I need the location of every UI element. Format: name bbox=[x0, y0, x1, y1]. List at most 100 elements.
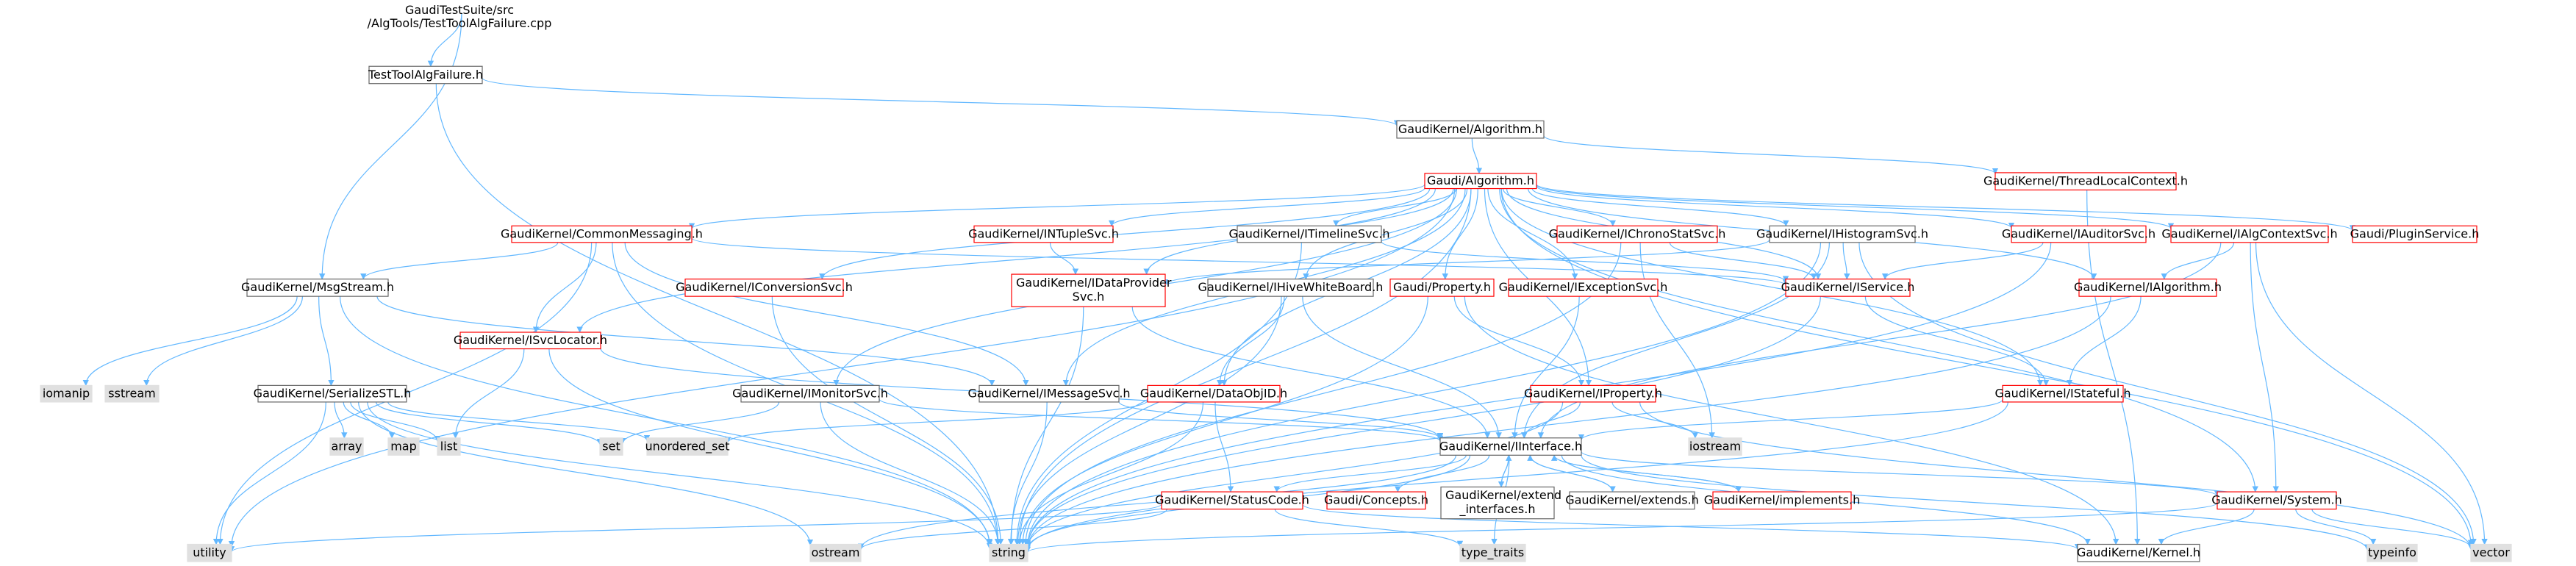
edge-msgstream-to-iomanip bbox=[82, 296, 298, 387]
node-implements-label-0: GaudiKernel/implements.h bbox=[1704, 493, 1860, 507]
node-iauditor[interactable]: GaudiKernel/IAuditorSvc.h bbox=[2002, 225, 2155, 243]
node-iprop-box bbox=[1530, 384, 1656, 403]
node-plugin-label-0: Gaudi/PluginService.h bbox=[2350, 226, 2480, 240]
edge-ihisto-to-iservice bbox=[1842, 242, 1850, 280]
node-utility: utility bbox=[187, 543, 232, 562]
edge-galg-to-ichrono bbox=[1502, 188, 1616, 227]
edge-iprop-to-iface bbox=[1521, 401, 1581, 439]
node-string-label-0: string bbox=[992, 545, 1026, 559]
node-plugin[interactable]: Gaudi/PluginService.h bbox=[2350, 225, 2480, 243]
node-sstl[interactable]: GaudiKernel/SerializeSTL.h bbox=[254, 384, 412, 403]
node-dataobj[interactable]: GaudiKernel/DataObjID.h bbox=[1140, 384, 1287, 403]
node-set-label-0: set bbox=[602, 439, 620, 453]
node-root-label-0: GaudiTestSuite/src bbox=[405, 3, 514, 17]
node-intuple[interactable]: GaudiKernel/INTupleSvc.h bbox=[968, 225, 1119, 243]
edge-msgstream-to-string bbox=[339, 296, 993, 547]
node-system[interactable]: GaudiKernel/System.h bbox=[2211, 491, 2342, 510]
node-kernel-box bbox=[2077, 543, 2200, 562]
node-array: array bbox=[329, 437, 364, 456]
edge-ihisto-to-vector bbox=[1858, 242, 2477, 545]
node-statuscode[interactable]: GaudiKernel/StatusCode.h bbox=[1155, 491, 1309, 510]
node-extends[interactable]: GaudiKernel/extends.h bbox=[1565, 491, 1699, 510]
node-sstream: sstream bbox=[104, 384, 160, 403]
node-isvcloc[interactable]: GaudiKernel/ISvcLocator.h bbox=[454, 332, 607, 350]
node-extiface[interactable]: GaudiKernel/extend_interfaces.h bbox=[1440, 486, 1561, 520]
node-list: list bbox=[437, 437, 461, 456]
edge-iface-to-system bbox=[1581, 451, 2220, 497]
edge-msgstream-to-imsg bbox=[376, 296, 995, 387]
node-concepts[interactable]: Gaudi/Concepts.h bbox=[1324, 491, 1428, 510]
node-idataprov-box bbox=[1011, 273, 1166, 307]
node-string: string bbox=[989, 543, 1028, 562]
edge-ihive-to-string bbox=[1015, 296, 1282, 545]
node-ichrono[interactable]: GaudiKernel/IChronoStatSvc.h bbox=[1549, 225, 1726, 243]
node-ichrono-box bbox=[1556, 225, 1718, 243]
node-sstl-box bbox=[257, 384, 407, 403]
node-tlc[interactable]: GaudiKernel/ThreadLocalContext.h bbox=[1983, 172, 2188, 191]
node-kalg[interactable]: GaudiKernel/Algorithm.h bbox=[1396, 120, 1545, 139]
node-itimeline-box bbox=[1237, 225, 1382, 243]
node-iface[interactable]: GaudiKernel/IInterface.h bbox=[1439, 437, 1582, 456]
node-iprop[interactable]: GaudiKernel/IProperty.h bbox=[1524, 384, 1662, 403]
node-tlc-box bbox=[1994, 172, 2177, 191]
edge-statuscode-to-ostream bbox=[857, 509, 1167, 551]
node-imsg[interactable]: GaudiKernel/IMessageSvc.h bbox=[967, 384, 1131, 403]
node-ialgctx[interactable]: GaudiKernel/IAlgContextSvc.h bbox=[2161, 225, 2338, 243]
node-kernel-label-0: GaudiKernel/Kernel.h bbox=[2077, 545, 2200, 559]
node-type_traits-label-0: type_traits bbox=[1461, 545, 1524, 560]
node-iostream: iostream bbox=[1688, 437, 1742, 456]
node-ihive[interactable]: GaudiKernel/IHiveWhiteBoard.h bbox=[1198, 279, 1384, 297]
edge-iexc-to-iface bbox=[1511, 296, 1580, 439]
node-typeinfo: typeinfo bbox=[2366, 543, 2418, 562]
node-galg[interactable]: Gaudi/Algorithm.h bbox=[1424, 173, 1537, 190]
edge-root-to-msgstream bbox=[318, 12, 462, 280]
node-iconv-box bbox=[684, 279, 844, 297]
node-cm[interactable]: GaudiKernel/CommonMessaging.h bbox=[501, 225, 703, 243]
node-iomanip-box bbox=[40, 384, 93, 403]
edge-ihisto-to-iface bbox=[1521, 242, 1830, 439]
edge-system-to-string bbox=[1025, 502, 2218, 554]
node-istate-box bbox=[2002, 384, 2124, 403]
node-extiface-box bbox=[1440, 486, 1555, 520]
node-root-label-1: /AlgTools/TestToolAlgFailure.cpp bbox=[368, 16, 552, 30]
node-imonitor[interactable]: GaudiKernel/IMonitorSvc.h bbox=[732, 384, 888, 403]
node-iexc[interactable]: GaudiKernel/IExceptionSvc.h bbox=[1499, 279, 1668, 297]
node-iconv[interactable]: GaudiKernel/IConversionSvc.h bbox=[676, 279, 853, 297]
edge-galg-to-ihisto bbox=[1531, 188, 1789, 227]
node-intuple-box bbox=[973, 225, 1114, 243]
nodes-layer: GaudiTestSuite/src/AlgTools/TestToolAlgF… bbox=[40, 3, 2512, 562]
edge-cm-to-iservice bbox=[691, 237, 1789, 286]
node-typeinfo-label-0: typeinfo bbox=[2368, 545, 2416, 559]
node-kernel[interactable]: GaudiKernel/Kernel.h bbox=[2077, 543, 2200, 562]
node-ialgorithm[interactable]: GaudiKernel/IAlgorithm.h bbox=[2074, 279, 2222, 297]
node-sstream-box bbox=[104, 384, 160, 403]
node-tth[interactable]: TestToolAlgFailure.h bbox=[368, 65, 483, 85]
node-map-label-0: map bbox=[390, 439, 417, 453]
node-msgstream[interactable]: GaudiKernel/MsgStream.h bbox=[241, 279, 394, 297]
node-statuscode-label-0: GaudiKernel/StatusCode.h bbox=[1155, 493, 1309, 507]
node-istate[interactable]: GaudiKernel/IStateful.h bbox=[1994, 384, 2131, 403]
edge-galg-to-gprop bbox=[1442, 188, 1478, 280]
edge-galg-to-istate bbox=[1500, 188, 2044, 387]
node-extends-box bbox=[1569, 491, 1695, 510]
edge-galg-to-utility bbox=[228, 188, 1456, 548]
node-system-box bbox=[2217, 491, 2337, 510]
node-iostream-label-0: iostream bbox=[1689, 439, 1741, 453]
node-gprop[interactable]: Gaudi/Property.h bbox=[1389, 279, 1495, 297]
node-isvcloc-label-0: GaudiKernel/ISvcLocator.h bbox=[454, 333, 607, 347]
node-iomanip: iomanip bbox=[40, 384, 93, 403]
edge-sstl-to-list bbox=[350, 401, 441, 443]
edge-tlc-to-kernel bbox=[2086, 190, 2141, 545]
edge-ialgctx-to-system bbox=[2250, 242, 2279, 492]
node-iservice[interactable]: GaudiKernel/IService.h bbox=[1781, 279, 1915, 297]
node-iauditor-box bbox=[2011, 225, 2147, 243]
node-itimeline[interactable]: GaudiKernel/ITimelineSvc.h bbox=[1229, 225, 1390, 243]
node-implements[interactable]: GaudiKernel/implements.h bbox=[1704, 491, 1860, 510]
edge-isvcloc-to-list bbox=[452, 348, 525, 439]
edge-sstl-to-ostream bbox=[358, 401, 814, 546]
node-statuscode-box bbox=[1161, 491, 1303, 510]
node-root[interactable]: GaudiTestSuite/src/AlgTools/TestToolAlgF… bbox=[368, 3, 552, 30]
node-ihisto[interactable]: GaudiKernel/IHistogramSvc.h bbox=[1756, 225, 1928, 243]
edge-tth-to-kalg bbox=[482, 77, 1400, 126]
